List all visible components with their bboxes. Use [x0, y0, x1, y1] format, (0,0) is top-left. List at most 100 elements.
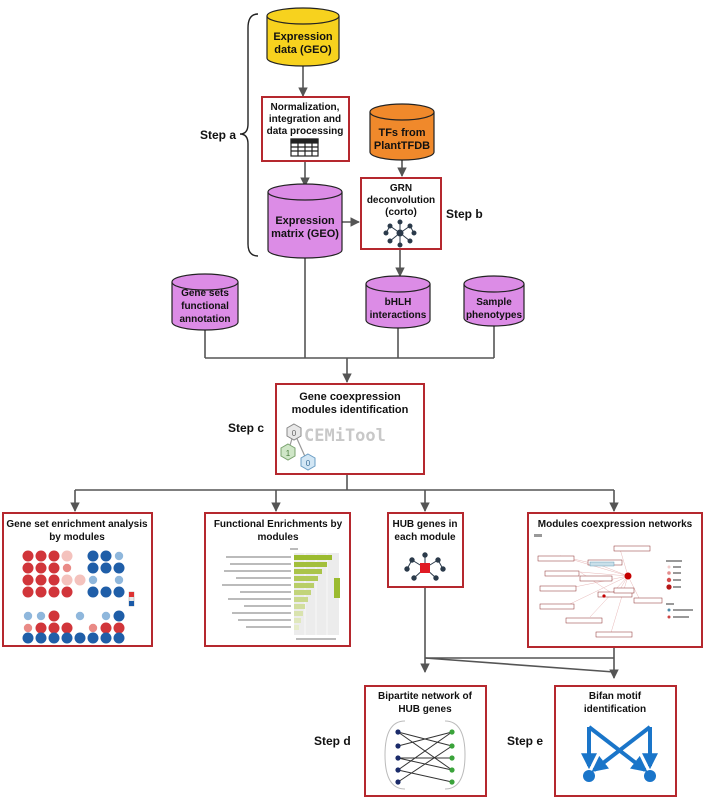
table-icon	[290, 138, 319, 157]
network-icon	[383, 219, 417, 248]
step-b-label: Step b	[446, 207, 483, 221]
sample-phenotypes-line-1: Sample	[476, 297, 512, 308]
grn-line-2: deconvolution	[367, 195, 435, 206]
gsea-dot	[36, 611, 46, 621]
modules-network-thumbnail	[534, 534, 693, 638]
gsea-dot	[22, 562, 34, 574]
gsea-dot	[48, 622, 60, 634]
gsea-dot	[35, 632, 47, 644]
gsea-dot	[113, 632, 125, 644]
gsea-dot	[100, 562, 112, 574]
gsea-dot	[88, 623, 98, 633]
gene-sets-line-1: Gene sets	[181, 288, 229, 299]
gsea-dot	[48, 550, 60, 562]
coexpression-line-2: modules identification	[292, 404, 409, 416]
hub-line-1: HUB genes in	[392, 519, 457, 530]
coexpression-line-1: Gene coexpression	[299, 391, 401, 403]
gsea-dot	[113, 622, 125, 634]
gsea-box: Gene set enrichment analysis by modules	[2, 512, 153, 647]
gsea-dot	[35, 574, 47, 586]
gsea-dot	[74, 574, 86, 586]
gsea-dot	[22, 632, 34, 644]
expression-data-line-2: data (GEO)	[274, 44, 332, 56]
sample-phenotypes-cylinder: Sample phenotypes	[463, 275, 525, 327]
hub-line-2: each module	[394, 532, 456, 543]
gsea-dot	[87, 550, 99, 562]
expression-data-cylinder: Expression data (GEO)	[266, 7, 340, 67]
cemitool-logo-icon: 0 1 0	[280, 423, 316, 471]
modules-network-line-1: Modules coexpression networks	[538, 519, 693, 530]
gsea-dot	[100, 632, 112, 644]
functional-line-1: Functional Enrichments by	[214, 519, 343, 530]
gsea-dot	[87, 632, 99, 644]
gsea-legend-high	[129, 592, 134, 597]
gsea-dot	[48, 562, 60, 574]
normalization-line-1: Normalization,	[271, 102, 340, 113]
gsea-dot	[61, 586, 73, 598]
grn-box: GRN deconvolution (corto)	[360, 177, 442, 250]
gsea-dot	[101, 611, 111, 621]
gsea-dot	[62, 563, 72, 573]
step-c-label: Step c	[228, 421, 264, 435]
gene-sets-cylinder: Gene sets functional annotation	[171, 273, 239, 331]
bipartite-box: Bipartite network of HUB genes	[364, 685, 487, 797]
hub-box: HUB genes in each module	[387, 512, 464, 588]
bipartite-graph-icon	[384, 720, 466, 790]
edges	[70, 66, 619, 679]
bhlh-line-2: interactions	[370, 310, 427, 321]
gsea-dot	[113, 562, 125, 574]
grn-line-1: GRN	[390, 183, 412, 194]
expression-matrix-line-2: matrix (GEO)	[271, 228, 339, 240]
gsea-dot	[88, 575, 98, 585]
step-e-label: Step e	[507, 734, 543, 748]
sample-phenotypes-line-2: phenotypes	[466, 310, 523, 321]
gsea-dot	[48, 610, 60, 622]
gsea-dot	[23, 623, 33, 633]
tfs-cylinder: TFs from PlantTFDB	[369, 103, 435, 161]
step-a-label: Step a	[200, 128, 236, 142]
gsea-dot	[75, 611, 85, 621]
gsea-dot	[48, 632, 60, 644]
gene-sets-line-2: functional	[181, 301, 229, 312]
modules-network-box: Modules coexpression networks	[527, 512, 703, 648]
bifan-line-1: Bifan motif	[589, 691, 642, 702]
gsea-dot	[35, 550, 47, 562]
cemitool-logo: CEMiTool	[304, 426, 386, 446]
gsea-legend-low	[129, 601, 134, 606]
gsea-dot	[35, 562, 47, 574]
tfs-line-1: TFs from	[378, 127, 425, 139]
bipartite-line-2: HUB genes	[398, 704, 452, 715]
normalization-line-3: data processing	[267, 126, 344, 137]
gsea-dot	[23, 611, 33, 621]
normalization-box: Normalization, integration and data proc…	[261, 96, 350, 162]
svg-text:0: 0	[306, 459, 311, 468]
tfs-line-2: PlantTFDB	[374, 140, 430, 152]
bifan-motif-icon	[581, 725, 658, 782]
gsea-dot	[113, 586, 125, 598]
step-d-label: Step d	[314, 734, 351, 748]
grn-line-3: (corto)	[385, 207, 417, 218]
normalization-line-2: integration and	[269, 114, 341, 125]
bifan-box: Bifan motif identification	[554, 685, 677, 797]
gsea-dot	[61, 632, 73, 644]
gsea-dot-plot	[22, 550, 125, 644]
gsea-dot	[87, 562, 99, 574]
gsea-dot	[61, 550, 73, 562]
gsea-dot	[100, 586, 112, 598]
gsea-line-2: by modules	[49, 532, 105, 543]
hub-network-icon	[404, 552, 446, 581]
gsea-dot	[61, 622, 73, 634]
gsea-line-1: Gene set enrichment analysis	[6, 519, 148, 530]
gsea-dot	[61, 574, 73, 586]
gsea-dot	[74, 632, 86, 644]
expression-matrix-cylinder: Expression matrix (GEO)	[267, 183, 343, 259]
coexpression-box: Gene coexpression modules identification…	[275, 383, 425, 475]
expression-data-line-1: Expression	[273, 31, 333, 43]
gsea-dot	[35, 622, 47, 634]
gsea-dot	[48, 586, 60, 598]
svg-text:1: 1	[286, 449, 291, 458]
gsea-dot	[22, 574, 34, 586]
gene-sets-line-3: annotation	[179, 314, 230, 325]
bhlh-line-1: bHLH	[385, 297, 412, 308]
